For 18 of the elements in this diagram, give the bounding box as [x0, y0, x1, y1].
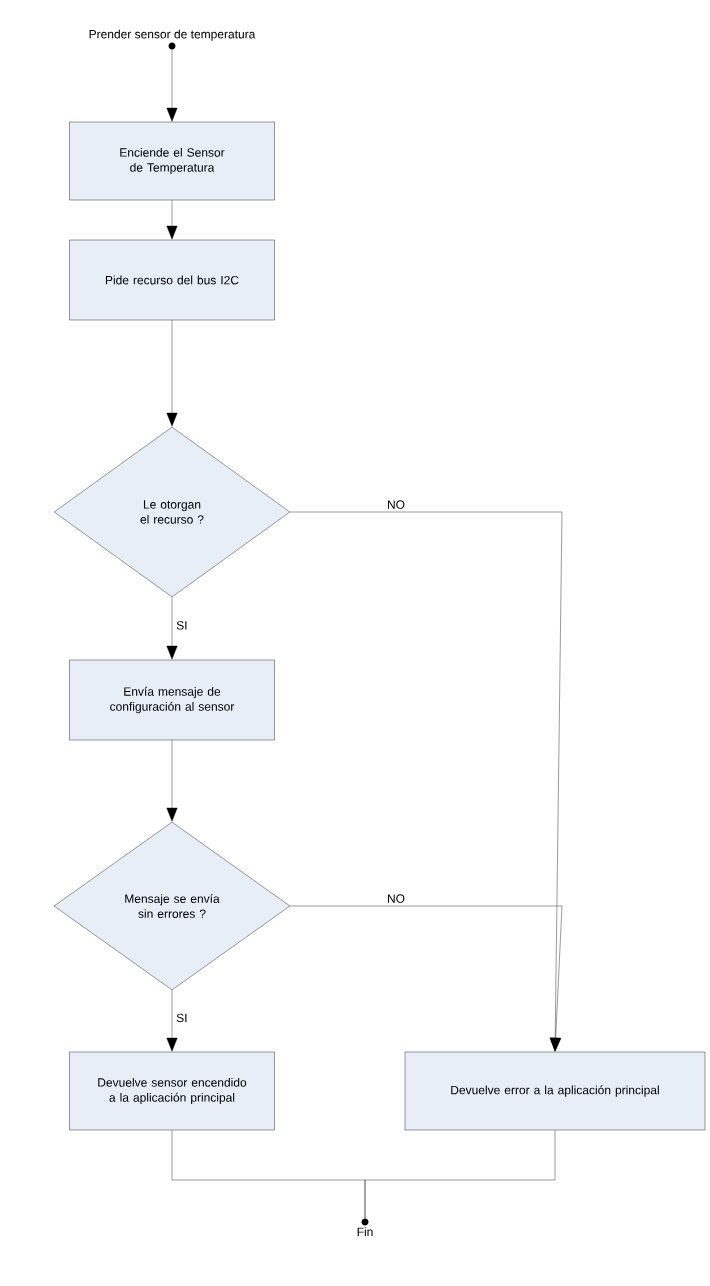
- process-box: Enciende el Sensor de Temperatura: [69, 121, 275, 201]
- process-box: Envía mensaje de configuración al sensor: [69, 659, 275, 741]
- edge-label: NO: [386, 893, 406, 904]
- edge-label: SI: [175, 1012, 189, 1024]
- arrow: [166, 990, 178, 1052]
- arrow: [166, 320, 178, 427]
- arrow: [166, 200, 178, 240]
- arrow: [166, 597, 178, 660]
- arrow: [290, 905, 563, 1052]
- arrow: [166, 49, 178, 122]
- arrow: [166, 740, 178, 822]
- edge-label: SI: [175, 620, 189, 631]
- process-box: Pide recurso del bus I2C: [69, 239, 275, 321]
- edge-label: NO: [386, 499, 406, 510]
- process-box: Devuelve sensor encendido a la aplicación principal: [69, 1051, 275, 1131]
- node-label: Prender sensor de temperatura: [89, 29, 256, 41]
- process-box: Devuelve error a la aplicación principal: [404, 1051, 706, 1131]
- node-label: Fin: [357, 1227, 373, 1236]
